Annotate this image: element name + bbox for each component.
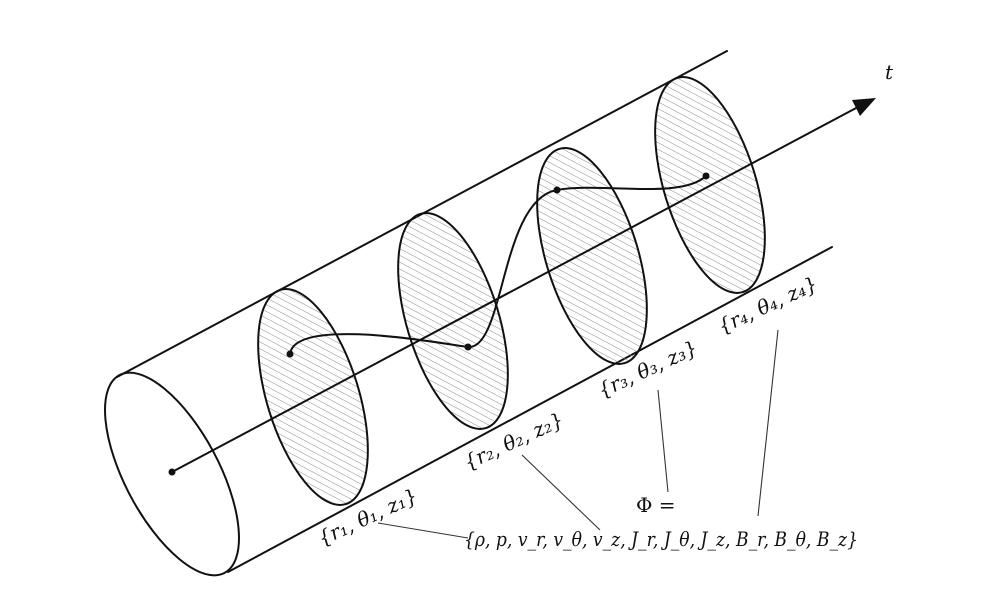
variables-set-label: {ρ, p, v_r, v_θ, v_z, J_r, J_θ, J_z, B_r…	[464, 527, 858, 551]
time-axis-label: t	[885, 60, 894, 84]
cylinder-end-cap	[104, 371, 240, 577]
trajectory-curve	[289, 175, 707, 355]
axis-origin-point	[168, 468, 176, 476]
trajectory-point-1	[286, 350, 294, 358]
connector-line-4	[757, 329, 779, 517]
connector-line-1	[377, 522, 469, 539]
connector-line-2	[521, 454, 601, 531]
trajectory-point-3	[553, 186, 561, 194]
phi-label: Φ =	[636, 493, 676, 517]
cylinder-bottom-edge	[227, 246, 833, 573]
cross-section-2	[397, 212, 509, 430]
cross-section-3	[536, 147, 648, 365]
time-axis-arrowhead	[852, 98, 876, 116]
trajectory-point-2	[464, 343, 472, 351]
connector-line-3	[657, 389, 669, 493]
trajectory-point-4	[702, 172, 710, 180]
time-axis	[171, 106, 859, 473]
